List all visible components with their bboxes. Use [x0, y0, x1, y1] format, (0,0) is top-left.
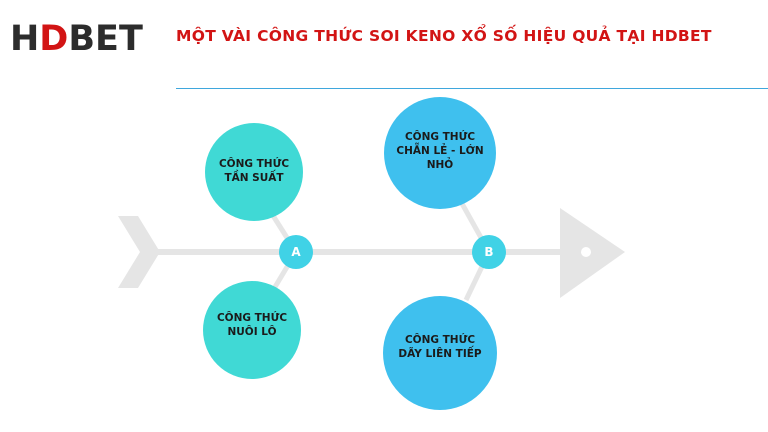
bubble-tan-suat [205, 123, 303, 221]
bubble-label-line: NHỎ [426, 159, 454, 171]
hdbet-logo: HDBET [10, 19, 143, 57]
bubble-label-day-lien-tiep: CÔNG THỨC DÃY LIÊN TIẾP [384, 333, 496, 361]
bubble-label-line: CÔNG THỨC [218, 158, 290, 170]
bubble-day-lien-tiep [383, 296, 497, 410]
page-title: MỘT VÀI CÔNG THỨC SOI KENO XỔ SỐ HIỆU QU… [176, 27, 712, 45]
node-b [472, 235, 506, 269]
header-divider [176, 88, 768, 89]
bubble-label-line: CHẴN LẺ - LỚN [396, 145, 484, 157]
bubble-label-line: TẦN SUẤT [224, 172, 284, 184]
bubble-label-line: DÃY LIÊN TIẾP [398, 348, 482, 360]
bubble-label-nuoi-lo: CÔNG THỨC NUÔI LÔ [202, 311, 302, 339]
bubble-label-line: NUÔI LÔ [227, 326, 277, 338]
fish-spine [150, 249, 570, 255]
node-a [279, 235, 313, 269]
bubble-label-tan-suat: CÔNG THỨC TẦN SUẤT [204, 157, 304, 185]
fish-head [560, 208, 625, 298]
logo-text: HDBET [10, 19, 143, 57]
bubble-label-line: CÔNG THỨC [404, 131, 476, 143]
bubble-nuoi-lo [203, 281, 301, 379]
bubble-chan-le [384, 97, 496, 209]
bubble-label-line: CÔNG THỨC [216, 312, 288, 324]
bubble-label-line: CÔNG THỨC [404, 334, 476, 346]
node-b-label: B [484, 245, 494, 259]
node-a-label: A [291, 245, 301, 259]
bubble-label-chan-le: CÔNG THỨC CHẴN LẺ - LỚN NHỎ [384, 130, 496, 172]
fish-eye [581, 247, 591, 257]
